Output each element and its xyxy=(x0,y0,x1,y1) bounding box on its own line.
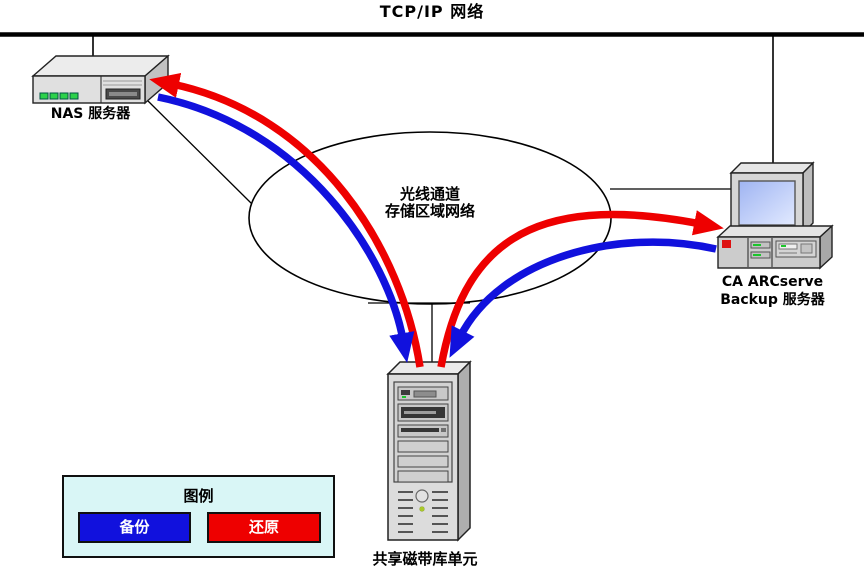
restore-arrow-arcserve xyxy=(437,210,724,368)
backup-arrow-nas xyxy=(157,93,415,363)
tape-library-label: 共享磁带库单元 xyxy=(372,550,478,568)
tcpip-network-label: TCP/IP 网络 xyxy=(379,2,485,21)
library-vents xyxy=(398,491,448,533)
tape-library-icon xyxy=(386,360,472,542)
legend-restore-chip: 还原 xyxy=(207,512,321,543)
arcserve-label-line1: CA ARCserve xyxy=(721,274,824,290)
nas-led-lights xyxy=(39,92,79,100)
arcserve-label-line2: Backup 服务器 xyxy=(720,291,825,308)
nas-server-label: NAS 服务器 xyxy=(50,106,131,122)
legend-box: 图例 备份 还原 xyxy=(62,475,335,558)
backup-arrow-arcserve xyxy=(449,238,717,358)
san-cloud-label: 光线通道 存储区域网络 xyxy=(330,185,530,221)
nas-server-icon xyxy=(31,54,170,105)
case-power-led xyxy=(722,240,731,248)
arcserve-server-icon xyxy=(716,161,834,270)
legend-title: 图例 xyxy=(183,487,214,505)
monitor-screen xyxy=(738,180,796,226)
nas-to-san-line xyxy=(145,98,253,205)
arcserve-server-label: CA ARCserve Backup 服务器 xyxy=(695,274,850,309)
legend-backup-chip: 备份 xyxy=(78,512,191,543)
san-cloud-label-line1: 光线通道 xyxy=(399,185,460,203)
san-cloud-label-line2: 存储区域网络 xyxy=(384,202,475,221)
restore-arrow-nas xyxy=(149,72,424,368)
